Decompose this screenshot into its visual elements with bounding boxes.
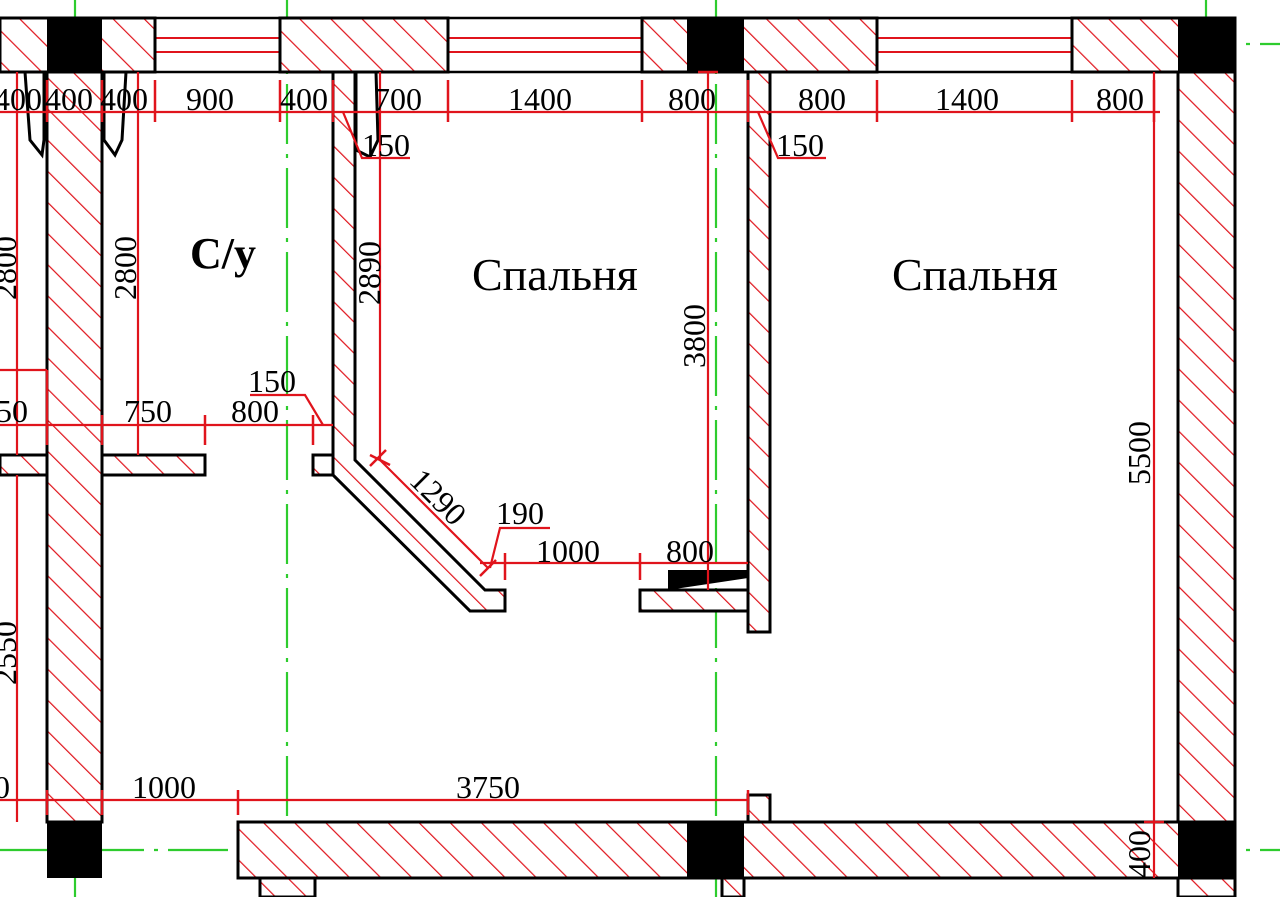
dim-bottom-0: 0 [0,769,10,805]
wall-bottom-stub [258,876,317,897]
wall-top-3 [640,16,879,74]
dim-diag-190: 190 [496,495,544,531]
wall-left-vertical [45,70,104,824]
column-top-center [687,18,744,72]
window-left [153,16,282,74]
wall-diagonal-partition [331,70,507,613]
dim-top-10: 1400 [935,81,999,117]
dim-top-1: 400 [0,81,42,117]
dim-v-2800-bath: 2800 [107,236,143,300]
dimension-labels: 150 150 2800 2800 2890 3800 5500 2550 40… [0,127,1157,878]
dim-top-7: 1400 [508,81,572,117]
dim-v-3800: 3800 [676,304,712,368]
dim-top-5: 400 [280,81,328,117]
column-top-left [47,18,102,72]
dim-bottom-3750: 3750 [456,769,520,805]
wall-top-2 [278,16,450,74]
wall-bedroom-divider [746,70,772,634]
room-label-bedroom-right: Спальня [892,249,1058,300]
column-top-right [1178,18,1235,72]
dim-low-800: 800 [666,533,714,569]
column-bottom-center [687,822,744,878]
dim-top-8: 800 [668,81,716,117]
wall-bath-stub-right [100,453,207,477]
dim-top-4: 900 [186,81,234,117]
wall-bottom-stub-far-right [1176,876,1237,897]
window-center [446,16,644,74]
dim-mid-750: 750 [124,393,172,429]
walls [0,16,1237,897]
room-label-bedroom-center: Спальня [472,249,638,300]
dim-top-6: 700 [374,81,422,117]
dim-cut-150-left: 150 [362,127,410,163]
dim-bottom-1000: 1000 [132,769,196,805]
dim-cut-150-right: 150 [776,127,824,163]
top-dimension-labels: 400 400 400 900 400 700 1400 800 800 140… [0,81,1144,117]
columns [47,18,1235,878]
dim-v-2890: 2890 [351,241,387,305]
dim-mid-800: 800 [231,393,279,429]
windows [153,16,1074,74]
wall-small-stub [746,793,772,824]
room-label-bathroom: С/у [190,229,256,278]
dim-v-2800-edge: 2800 [0,236,23,300]
dim-low-1000: 1000 [536,533,600,569]
dim-v-2550: 2550 [0,621,23,685]
dim-top-9: 800 [798,81,846,117]
dim-top-11: 800 [1096,81,1144,117]
wall-right-vertical [1176,70,1237,897]
dim-top-3: 400 [100,81,148,117]
column-bottom-left [47,822,102,878]
dim-mid-50: 50 [0,393,28,429]
dim-mid-150: 150 [248,363,296,399]
wall-bath-stub-left [0,453,49,477]
column-bottom-right [1178,822,1235,878]
dim-v-5500: 5500 [1121,421,1157,485]
wall-bottom-stub-right [720,876,746,897]
dim-v-400-bottom: 400 [1121,830,1157,878]
dim-top-2: 400 [45,81,93,117]
wall-door-sill [638,588,750,613]
dimension-lines [0,70,1164,878]
window-right [875,16,1074,74]
